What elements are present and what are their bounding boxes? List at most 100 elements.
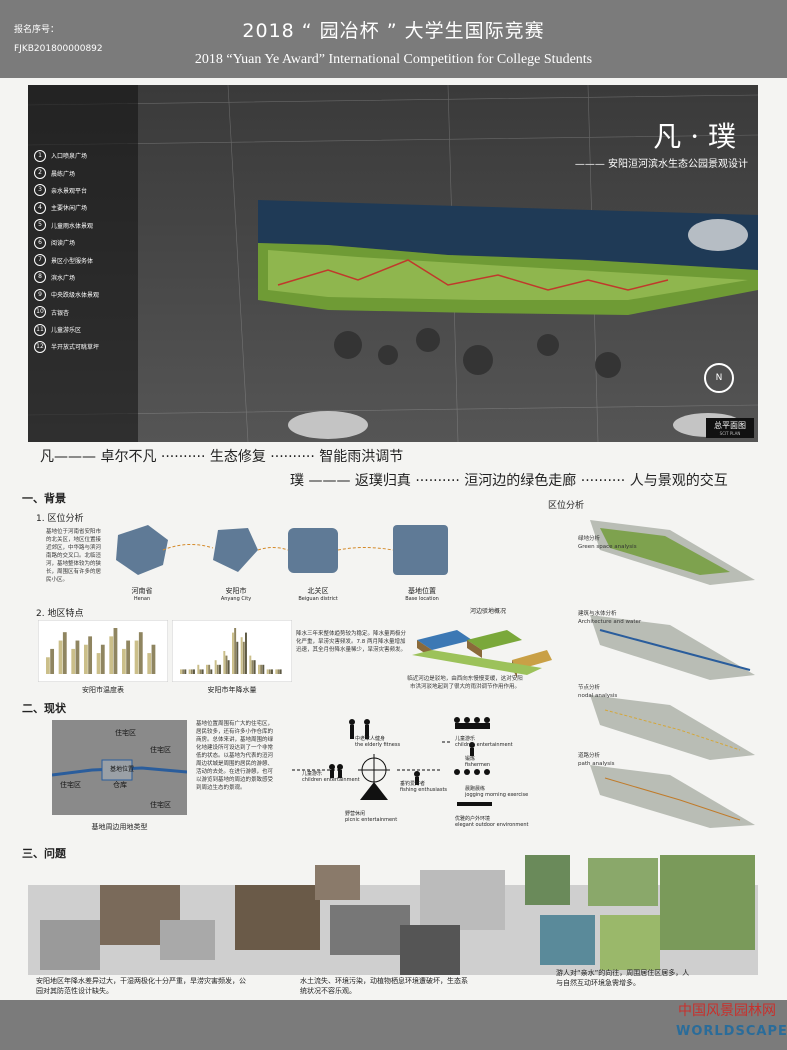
analysis-diagrams [590,520,755,828]
chart-bar [268,669,271,674]
chart-bar [262,664,265,674]
temperature-chart [38,620,168,682]
chart-bar [109,636,114,674]
chart-bar [126,640,131,674]
chart-bar [46,657,50,674]
master-plan-drawing [28,85,758,442]
chart-bar [199,669,202,674]
beiguan-map [288,528,338,573]
location-maps [116,525,448,575]
chart-bar [242,641,245,674]
photo-erosion [235,885,320,950]
footer-bar [0,1000,787,1050]
photo-waterfront [525,855,570,905]
chart-bar [258,664,260,674]
map-label: 住宅区 [115,729,136,737]
section-status-heading: 二、现状 [22,702,66,715]
chart-bar [236,641,239,674]
chart-bar [225,655,228,674]
photo-kingfisher [540,915,595,965]
chart-bar [227,660,230,674]
photo-boat [400,925,460,975]
chart-bar [75,640,80,674]
chart-bar [58,640,63,674]
competition-title-en: 2018 “Yuan Ye Award” International Compe… [194,52,593,67]
section-problems-heading: 三、问题 [22,847,66,860]
logo-en: WORLDSCAPE [676,1024,787,1039]
chart-bar [277,669,280,674]
chart-bar [182,669,185,674]
analysis-heading: 区位分析 [548,501,585,511]
chart-bar [193,669,195,674]
header-bar [0,0,787,78]
chart-bar [210,669,213,674]
tagline-pu: 璞 ——— 返璞归真 ·········· 洹河边的绿色走廊 ·········… [290,473,728,489]
chart-bar [122,648,126,674]
chart-bar [240,637,243,674]
photo-smog [420,870,505,930]
river-section-diagrams [417,630,552,678]
problem-text-ecology: 水土流失、环境污染，动植物栖息环境遭破坏，生态系统状况不容乐观。 [300,977,468,995]
chart-bar [197,664,200,674]
chart-bar [151,644,156,674]
location-text: 基地位于河南省安阳市的北关区，地区位置接近郊区，中华路与滨河南路的交叉口。北临洹… [46,529,102,583]
chart-bar [201,669,204,674]
rainfall-chart [172,620,292,682]
north-arrow-icon: N [704,363,734,393]
river-green-strip [412,650,542,675]
rainfall-chart-caption: 安阳市年降水量 [207,686,257,694]
chart-bar [62,632,67,674]
problem-text-flood: 安阳地区年降水差异过大，干湿两极化十分严重，旱涝灾害频发，公园对其防范性设计缺失… [36,977,246,995]
chart-bar [190,669,193,674]
map-label: 住宅区 [150,746,171,754]
chart-bar [206,664,208,674]
chart-bar [216,664,219,674]
henan-map [116,525,168,575]
project-subtitle: ——— 安阳洹河滨水生态公园景观设计 [574,159,748,170]
photo-jogging [660,855,755,950]
chart-bar [180,669,182,674]
chart-bar [223,651,226,674]
photo-street-flood [160,920,215,960]
chart-bar [208,664,211,674]
project-title: 凡 · 璞 [653,120,736,153]
competition-title-cn: 2018 “ 园冶杯 ” 大学生国际竞赛 [242,20,545,42]
chart-bar [275,669,278,674]
chart-bar [84,644,88,674]
river-note: 临近河边是驳地，由西向东慢慢变缓，这对安阳市洪河驳地起到了很大的雨洪调节作用作用… [407,676,523,690]
anyang-map [213,528,258,572]
location-heading: 1. 区位分析 [36,514,84,524]
chart-bar [266,669,269,674]
chart-bar [253,660,256,674]
chart-bar [88,636,93,674]
photo-reading [588,858,658,906]
chart-bar [138,632,143,674]
tagline-fan: 凡——— 卓尔不凡 ·········· 生态修复 ·········· 智能雨… [40,449,404,465]
chart-bar [279,669,282,674]
chart-bar [188,669,191,674]
chart-bar [100,644,105,674]
base-map [393,525,448,575]
chart-bar [251,660,254,674]
map-label: 仓库 [113,781,127,789]
chart-bar [134,640,139,674]
map-label: 住宅区 [60,781,81,789]
